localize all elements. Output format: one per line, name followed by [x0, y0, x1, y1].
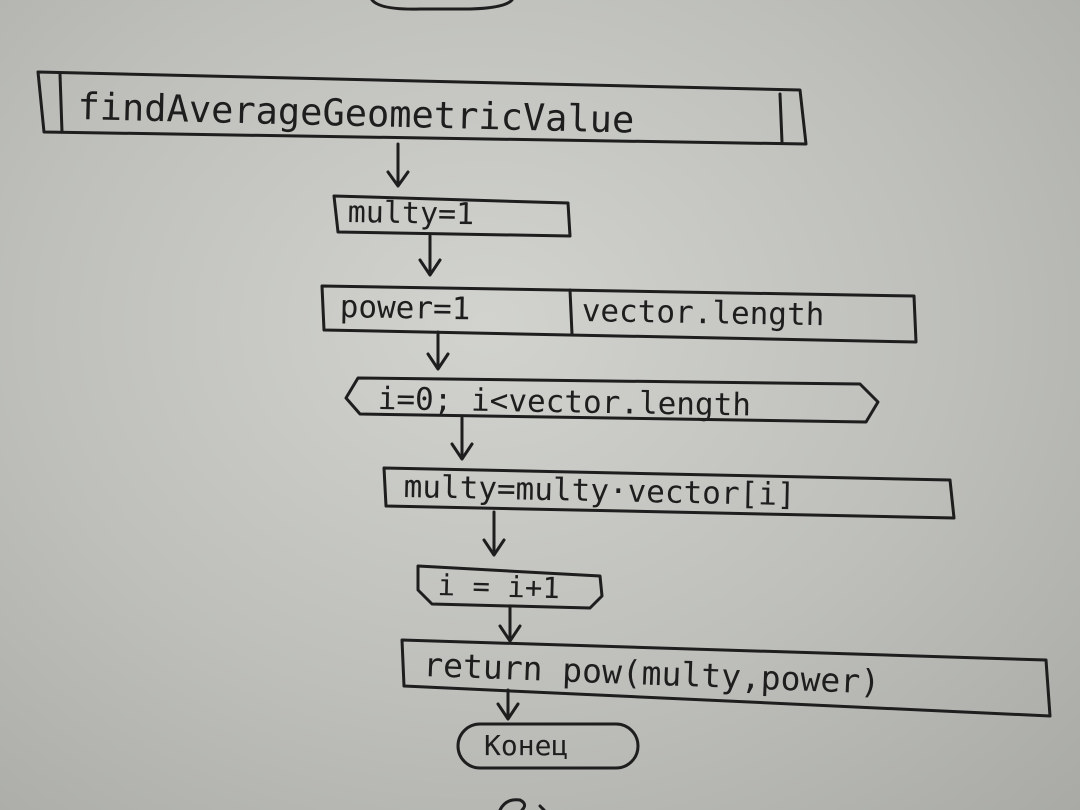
loop-header-label: i=0; i<vector.length [377, 381, 752, 424]
power-divider [568, 288, 574, 336]
power-box [320, 284, 918, 344]
arrow-2 [418, 234, 442, 277]
arrow-3 [426, 330, 450, 371]
top-partial-shape [370, 0, 514, 11]
init-multy-box [332, 194, 572, 238]
start-block-outer [36, 70, 808, 146]
init-multy-label: multy=1 [347, 195, 475, 233]
power-left-label: power=1 [339, 289, 471, 328]
end-terminator [456, 722, 640, 770]
return-box [400, 638, 1052, 718]
arrow-6 [498, 604, 522, 643]
loop-start-shape [344, 376, 880, 424]
loop-body-box [382, 466, 956, 520]
bottom-partial-scribble [498, 798, 546, 810]
loop-end-label: i = i+1 [437, 568, 561, 606]
power-right-label: vector.length [581, 293, 825, 334]
end-label: Конец [484, 729, 569, 762]
arrow-1 [386, 142, 410, 188]
loop-body-label: multy=multy·vector[i] [403, 469, 796, 514]
arrow-7 [496, 688, 520, 721]
arrow-4 [450, 416, 474, 461]
arrow-5 [482, 510, 506, 557]
start-block-inner [58, 72, 784, 144]
loop-end-shape [416, 564, 604, 610]
